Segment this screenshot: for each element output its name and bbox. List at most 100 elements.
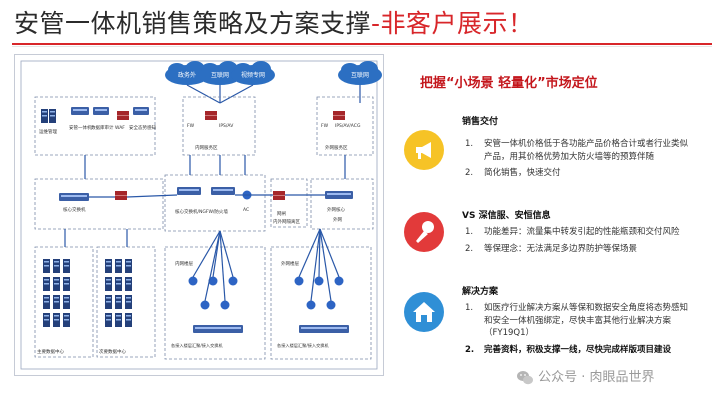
cloud-icon-part — [234, 63, 252, 77]
server-light — [106, 265, 111, 267]
server-light — [116, 283, 121, 285]
cloud-icon-part — [251, 61, 271, 77]
solution-list: 1.如医疗行业解决方案从等保和数据安全角度将态势感知和安全一体机强绑定，尽快丰富… — [462, 302, 694, 360]
server-light — [106, 315, 111, 317]
node-label: 外网核心 — [327, 206, 345, 213]
server-light — [54, 279, 59, 281]
section-title-sales: 销售交付 — [462, 117, 499, 127]
node-label: 外网楼层 — [281, 260, 299, 267]
server-light — [64, 283, 69, 285]
link-line — [319, 228, 332, 302]
cloud-icon-part — [168, 63, 186, 77]
server-light — [116, 297, 121, 299]
switch-ports — [95, 109, 107, 111]
link-line — [219, 230, 234, 278]
cloud-icon-part — [358, 61, 378, 77]
list-item: 1.如医疗行业解决方案从等保和数据安全角度将态势感知和安全一体机强绑定，尽快丰富… — [465, 303, 689, 338]
server-light — [50, 111, 55, 113]
router-icon — [314, 276, 324, 286]
server-light — [64, 297, 69, 299]
server-light — [64, 279, 69, 281]
watermark: 公众号 · 肉眼品世界 — [516, 368, 655, 388]
switch-ports — [301, 327, 347, 329]
title-underline-shadow — [12, 46, 712, 47]
router-icon — [220, 300, 230, 310]
cloud-label: 政务外 — [178, 71, 196, 79]
section-title-solution: 解决方案 — [462, 287, 499, 297]
wechat-icon — [517, 370, 533, 384]
server-light — [44, 301, 49, 303]
link-line — [219, 84, 254, 104]
node-label: FW — [187, 123, 195, 129]
cloud-label: 视频专网 — [241, 71, 265, 79]
link-line — [318, 228, 321, 278]
node-label: 各接入楼层汇聚/接入交换机 — [171, 342, 223, 349]
cloud-icon-part — [341, 63, 359, 77]
node-label: 外网服务区 — [325, 144, 348, 151]
server-light — [54, 265, 59, 267]
server-light — [64, 315, 69, 317]
switch-ports — [73, 109, 87, 111]
link-line — [219, 230, 226, 302]
node-label: 核心交换机 — [63, 206, 86, 213]
list-item: 2.等保理念：无法满足多边界防护等保场景 — [465, 243, 638, 254]
server-light — [44, 261, 49, 263]
switch-ports — [327, 193, 351, 195]
node-label: 核心交换机/NGFW/防火墙 — [175, 208, 228, 215]
server-light — [42, 111, 47, 113]
server-light — [54, 283, 59, 285]
slide-title-main: 安管一体机销售策略及方案支撑 — [14, 9, 372, 38]
zone-border — [182, 96, 256, 156]
frame — [20, 60, 378, 370]
node-label: FW — [321, 123, 329, 129]
list-item: 1.功能差异：流量集中转发引起的性能瓶颈和交付风险 — [465, 227, 680, 237]
server-light — [126, 279, 131, 281]
server-light — [54, 297, 59, 299]
zone-border — [34, 178, 164, 230]
server-light — [126, 283, 131, 285]
zone-border — [270, 178, 308, 228]
sales-list: 1.安管一体机价格低于各功能产品价格合计或者行业类似产品，用其价格优势加大防火墙… — [462, 138, 694, 184]
server-light — [44, 283, 49, 285]
cloud-label: 互联网 — [211, 71, 229, 79]
server-light — [116, 315, 121, 317]
competitor-list: 1.功能差异：流量集中转发引起的性能瓶颈和交付风险 2.等保理念：无法满足多边界… — [462, 226, 694, 259]
server-light — [126, 297, 131, 299]
node-label: 主要数据中心 — [37, 348, 64, 355]
zone-border — [34, 96, 156, 156]
node-label: 内网楼层 — [175, 260, 193, 267]
server-light — [54, 261, 59, 263]
server-light — [54, 319, 59, 321]
server-light — [116, 265, 121, 267]
node-label: AC — [243, 207, 249, 213]
zone-border — [164, 174, 266, 232]
server-light — [44, 265, 49, 267]
link-line — [192, 230, 221, 278]
router-icon — [306, 300, 316, 310]
server-light — [44, 279, 49, 281]
server-light — [126, 319, 131, 321]
switch-ports — [195, 327, 241, 329]
node-label: 外网 — [333, 216, 342, 223]
router-icon — [326, 300, 336, 310]
list-item: 2.简化销售，快速交付 — [465, 168, 561, 178]
link-line — [126, 194, 178, 198]
title-underline — [12, 43, 712, 45]
node-label: 内网服务区 — [195, 144, 218, 151]
server-light — [44, 315, 49, 317]
switch-ports — [135, 109, 147, 111]
server-light — [44, 297, 49, 299]
positioning-subtitle: 把握“小场景 轻量化”市场定位 — [420, 76, 598, 91]
house-icon — [404, 292, 444, 332]
server-light — [54, 301, 59, 303]
slide-title: 安管一体机销售策略及方案支撑-非客户展示！ — [14, 6, 534, 42]
link-line — [204, 230, 221, 302]
node-label: 次要数据中心 — [99, 348, 126, 355]
zone-border — [96, 246, 156, 358]
link-line — [319, 228, 340, 278]
router-icon — [200, 300, 210, 310]
server-light — [106, 261, 111, 263]
server-light — [106, 301, 111, 303]
